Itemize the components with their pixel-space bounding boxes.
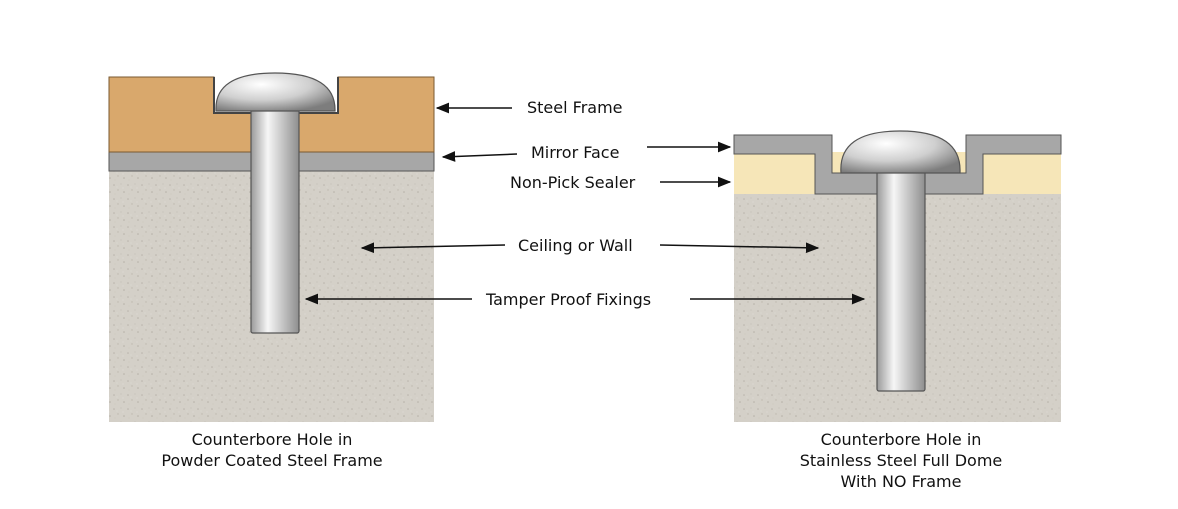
caption-left-line-1: Counterbore Hole in [192,430,353,449]
arrow-mirror-face-left [441,151,518,162]
label-ceiling-or-wall: Ceiling or Wall [518,236,633,255]
label-steel-frame: Steel Frame [527,98,623,117]
caption-right-line-3: With NO Frame [841,472,962,491]
label-non-pick-sealer: Non-Pick Sealer [510,173,636,192]
left-screw-dome [215,72,336,112]
left-assembly [108,72,435,422]
right-mirror-face [733,134,1062,195]
arrow-wall-right [659,242,820,254]
label-mirror-face: Mirror Face [531,143,619,162]
leader-arrows [304,102,866,305]
caption-right-line-1: Counterbore Hole in [821,430,982,449]
right-screw-dome [840,130,961,174]
label-tamper-proof-fixings: Tamper Proof Fixings [485,290,651,309]
caption-left-line-2: Powder Coated Steel Frame [161,451,382,470]
right-screw-shaft [876,165,926,392]
right-assembly [733,130,1062,422]
caption-right-line-2: Stainless Steel Full Dome [800,451,1003,470]
left-screw-shaft [250,99,300,334]
arrow-wall-left [360,242,506,254]
